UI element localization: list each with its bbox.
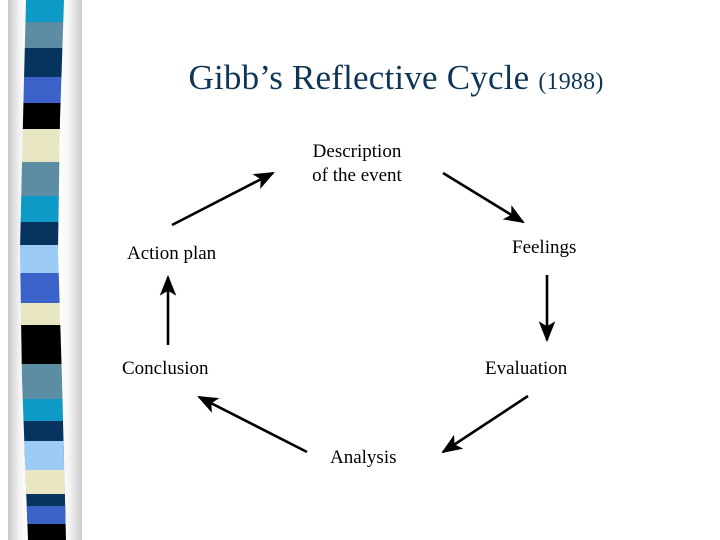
arrow-analysis-to-conclusion	[197, 395, 308, 454]
arrow-description-to-feelings	[442, 171, 525, 224]
arrow-actionplan-to-description	[171, 171, 275, 227]
cycle-node-description-line1: Description	[312, 141, 402, 162]
cycle-node-analysis: Analysis	[330, 447, 397, 468]
cycle-node-description: Description of the event	[277, 140, 437, 189]
arrow-evaluation-to-analysis	[441, 394, 529, 454]
page-title: Gibb’s Reflective Cycle (1988)	[96, 58, 696, 98]
page-title-year: (1988)	[538, 69, 604, 95]
page-title-main: Gibb’s Reflective Cycle	[188, 58, 530, 97]
cycle-node-description-line2: of the event	[312, 165, 402, 187]
cycle-node-conclusion: Conclusion	[122, 358, 209, 379]
cycle-node-evaluation: Evaluation	[485, 358, 568, 379]
cycle-node-action-plan: Action plan	[127, 243, 217, 264]
cycle-node-feelings: Feelings	[512, 237, 577, 258]
